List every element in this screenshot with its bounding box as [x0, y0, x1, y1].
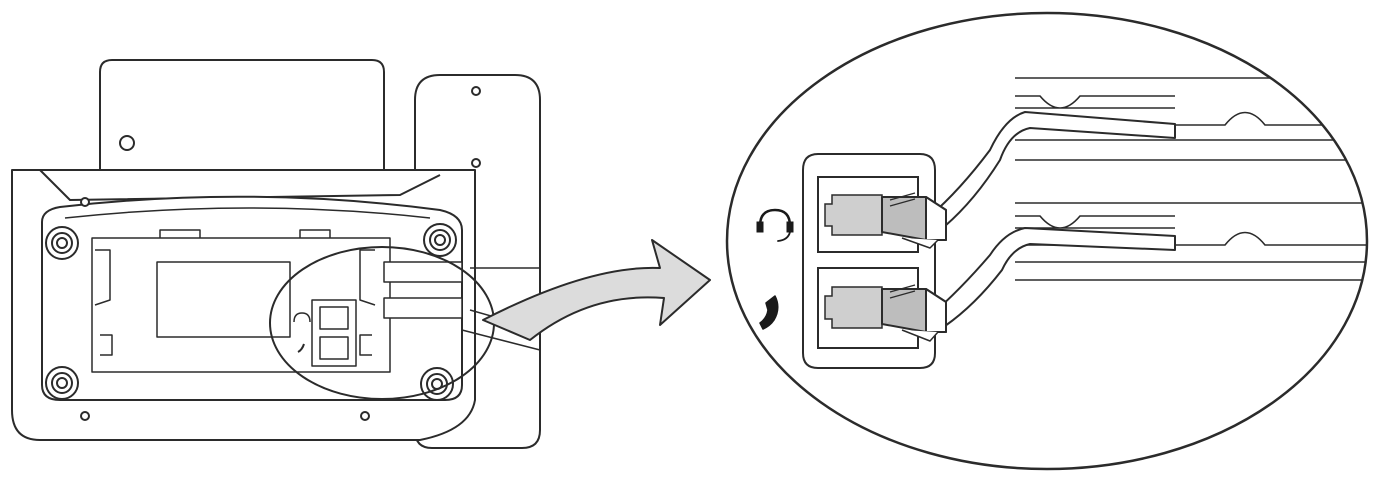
cables: [929, 111, 1176, 327]
left-clip: [94, 249, 113, 356]
cable-headset: [929, 111, 1176, 227]
stand-top-panel: [99, 59, 385, 176]
plug-headset: [881, 192, 947, 249]
screw-handset-mid: [471, 158, 481, 168]
screw-body-top-left: [80, 197, 90, 207]
headset-icon: [756, 208, 794, 242]
port-handset-small: [319, 336, 349, 360]
rubber-foot-bottom-right: [420, 367, 454, 401]
cavity-tabs: [159, 229, 331, 238]
rail-upper: [1015, 77, 1367, 161]
cable-handset: [929, 227, 1176, 327]
zoom-detail: [725, 11, 1369, 471]
plug-handset: [881, 284, 947, 342]
handset-icon: [759, 295, 779, 330]
screw-handset-top: [471, 86, 481, 96]
rubber-foot-top-right: [423, 223, 457, 257]
handset-icon-small: [297, 343, 305, 353]
inner-plate-rim: [64, 207, 431, 219]
cable-stubs-small: [383, 261, 463, 319]
headset-icon-small: [293, 312, 311, 323]
screw-body-bottom-left: [80, 411, 90, 421]
label-plate: [156, 261, 291, 338]
screw-body-bottom-mid: [360, 411, 370, 421]
zoom-arrow: [482, 239, 711, 341]
rail-lower: [1015, 202, 1367, 281]
right-clip: [359, 249, 376, 356]
stand-hole: [119, 135, 135, 151]
port-headset-small: [319, 306, 349, 330]
rubber-foot-top-left: [45, 226, 79, 260]
rubber-foot-bottom-left: [45, 366, 79, 400]
phone-back-view: [11, 59, 541, 449]
